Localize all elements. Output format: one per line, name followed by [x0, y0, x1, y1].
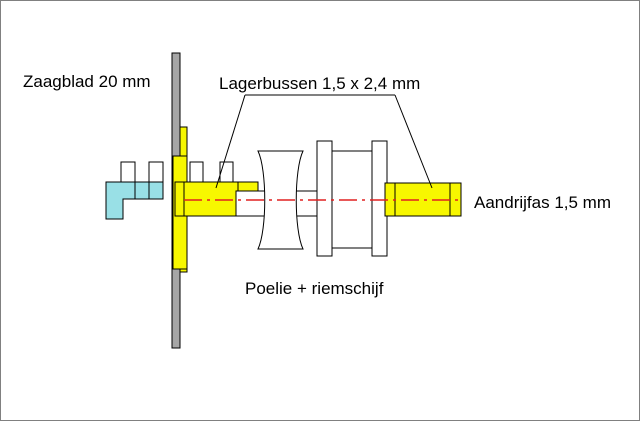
label-drive-shaft: Aandrijfas 1,5 mm	[474, 193, 611, 212]
pulley-assembly	[235, 140, 388, 257]
label-saw-blade: Zaagblad 20 mm	[23, 72, 151, 91]
label-bearings: Lagerbussen 1,5 x 2,4 mm	[219, 74, 420, 93]
set-screw-1	[189, 161, 204, 183]
label-pulley: Poelie + riemschijf	[245, 279, 384, 298]
leader-lines	[215, 94, 433, 189]
blade-holder	[105, 161, 164, 220]
set-screw-2	[219, 161, 234, 183]
